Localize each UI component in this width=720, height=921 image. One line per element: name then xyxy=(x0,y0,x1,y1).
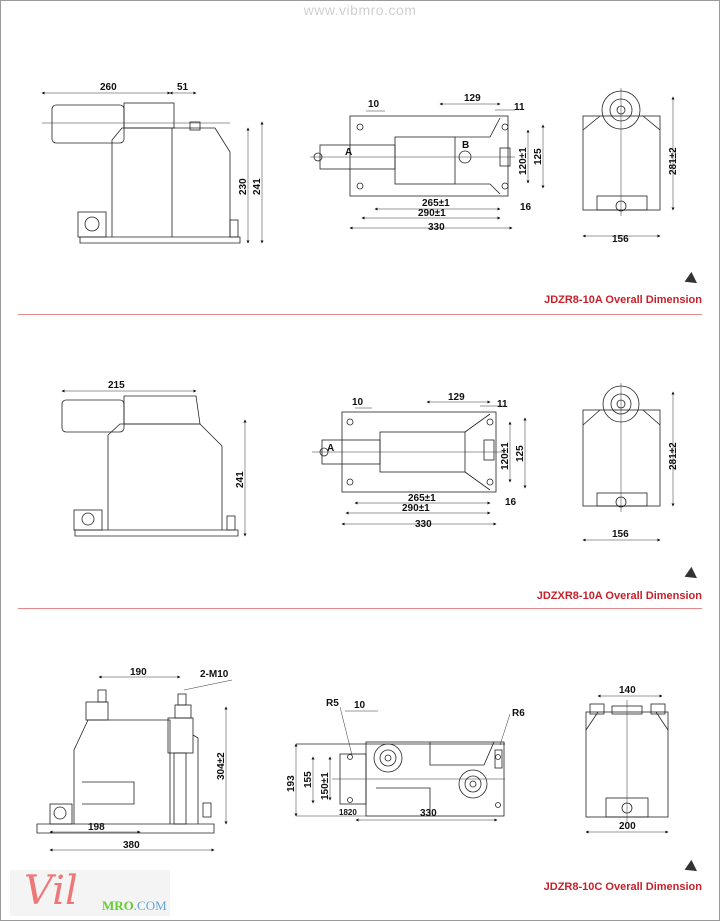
dim-16: 16 xyxy=(505,497,517,508)
dim-18-20: 1820 xyxy=(339,808,357,817)
dim-16: 16 xyxy=(520,202,532,213)
dim-125: 125 xyxy=(515,445,526,462)
dim-241: 241 xyxy=(235,471,246,488)
dim-10: 10 xyxy=(368,99,380,110)
dim-290: 290±1 xyxy=(402,503,430,514)
section-divider xyxy=(18,314,702,315)
dim-281: 281±2 xyxy=(668,147,679,175)
dim-241: 241 xyxy=(252,178,263,195)
dim-120: 120±1 xyxy=(500,442,511,470)
caption-jdzr8-10a: JDZR8-10A Overall Dimension xyxy=(544,294,702,306)
vilmro-logo: Vil MRO.COM xyxy=(10,868,170,916)
label-2-m10: 2-M10 xyxy=(200,669,229,680)
dim-125: 125 xyxy=(533,148,544,165)
dim-150: 150±1 xyxy=(320,772,331,800)
section-divider xyxy=(18,608,702,609)
dim-156: 156 xyxy=(612,529,629,540)
top-view-jdzxr8-10a: 10 129 11 120±1 125 265±1 290±1 330 16 A xyxy=(312,392,527,530)
dim-265: 265±1 xyxy=(422,198,450,209)
side-view-jdzxr8-10a: 215 241 xyxy=(61,380,247,537)
dim-330: 330 xyxy=(415,519,432,530)
dim-156: 156 xyxy=(612,234,629,245)
dim-10: 10 xyxy=(354,700,366,711)
dim-230: 230 xyxy=(238,178,249,195)
dim-155: 155 xyxy=(303,771,314,788)
label-r5: R5 xyxy=(326,698,339,709)
caption-jdzxr8-10a: JDZXR8-10A Overall Dimension xyxy=(536,590,702,602)
label-b: B xyxy=(462,140,469,151)
dim-260: 260 xyxy=(100,82,117,93)
dim-120: 120±1 xyxy=(518,147,529,175)
dim-215: 215 xyxy=(108,380,125,391)
end-view-jdzr8-10c: 140 200 xyxy=(585,685,669,834)
dim-330: 330 xyxy=(420,808,437,819)
dim-11: 11 xyxy=(497,399,508,410)
dim-10: 10 xyxy=(352,397,364,408)
dim-290: 290±1 xyxy=(418,208,446,219)
dim-193: 193 xyxy=(286,775,297,792)
dim-281: 281±2 xyxy=(668,442,679,470)
dim-198: 198 xyxy=(88,822,105,833)
dim-200: 200 xyxy=(619,821,636,832)
label-a: A xyxy=(327,443,334,454)
side-view-jdzr8-10a: 260 51 230 241 xyxy=(41,82,264,244)
dim-11: 11 xyxy=(514,102,525,113)
end-view-jdzxr8-10a: 281±2 156 xyxy=(582,383,679,542)
dim-380: 380 xyxy=(123,840,140,851)
side-view-jdzr8-10c: 190 2-M10 304±2 198 380 xyxy=(36,667,233,852)
dim-330: 330 xyxy=(428,222,445,233)
dim-190: 190 xyxy=(130,667,147,678)
dim-265: 265±1 xyxy=(408,493,436,504)
label-a: A xyxy=(345,147,352,158)
dim-51: 51 xyxy=(177,82,189,93)
top-view-jdzr8-10c: R5 10 R6 193 155 150±1 1820 330 xyxy=(286,698,525,822)
logo-script: Vil xyxy=(24,868,78,914)
end-view-jdzr8-10a: 281±2 156 xyxy=(582,88,679,245)
dim-304: 304±2 xyxy=(216,752,227,780)
logo-brand: MRO.COM xyxy=(102,898,167,913)
top-view-jdzr8-10a: 10 129 11 120±1 125 265±1 290±1 330 16 A… xyxy=(310,93,545,233)
caption-jdzr8-10c: JDZR8-10C Overall Dimension xyxy=(543,881,702,893)
label-r6: R6 xyxy=(512,708,525,719)
watermark: www.vibmro.com xyxy=(303,2,417,18)
dim-140: 140 xyxy=(619,685,636,696)
dim-129: 129 xyxy=(464,93,481,104)
dim-129: 129 xyxy=(448,392,465,403)
